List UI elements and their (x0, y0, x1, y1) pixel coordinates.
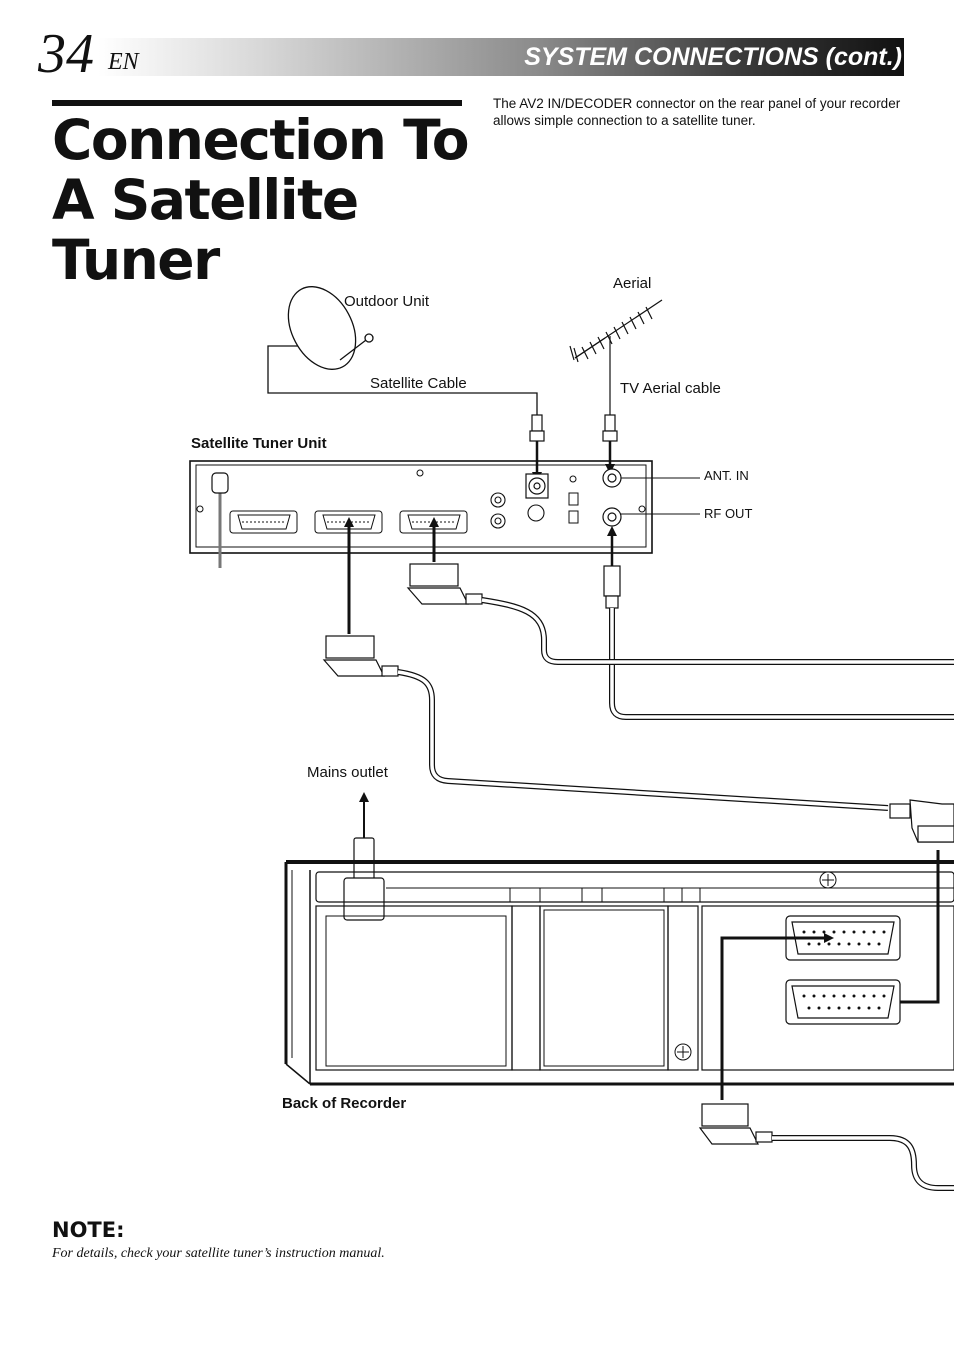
scart-cable-b (397, 669, 889, 811)
note-text: For details, check your satellite tuner’… (52, 1246, 385, 1261)
intro-paragraph: The AV2 IN/DECODER connector on the rear… (493, 96, 901, 128)
recorder-scart-av1-icon (785, 915, 901, 961)
satellite-in-socket-icon (525, 473, 549, 499)
tuner-switches-icon (568, 475, 579, 524)
ant-in-socket-icon (602, 468, 622, 488)
rf-out-plug-icon (603, 565, 621, 609)
note-heading: NOTE: (52, 1218, 125, 1242)
satellite-cable-label: Satellite Cable (370, 375, 467, 392)
scart-plug-d-icon (698, 1103, 773, 1145)
satellite-dish-icon (287, 286, 374, 370)
scart-cable-a (481, 597, 954, 665)
title-rule (52, 100, 462, 106)
header-bar (98, 38, 904, 76)
language-code: EN (108, 49, 139, 75)
rf-out-socket-icon (602, 507, 622, 527)
rca-jacks-icon (490, 492, 545, 529)
aerial-plug-icon (602, 414, 618, 442)
page-number: 34 (38, 23, 94, 85)
outdoor-unit-label: Outdoor Unit (344, 293, 430, 310)
mains-plug-icon (343, 837, 385, 921)
satellite-tuner-unit-label: Satellite Tuner Unit (191, 435, 327, 452)
screw-icon (674, 871, 837, 1061)
aerial-antenna-icon (569, 299, 663, 415)
aerial-label: Aerial (613, 275, 652, 292)
mains-outlet-label: Mains outlet (307, 764, 388, 781)
recorder-back-panel (284, 860, 954, 1086)
scart-plug-b-icon (322, 635, 399, 677)
scart-plug-a-icon (406, 563, 483, 605)
section-title: SYSTEM CONNECTIONS (cont.) (524, 43, 902, 71)
back-of-recorder-label: Back of Recorder (282, 1095, 407, 1112)
scart-plug-c-icon (889, 799, 954, 843)
rf-out-label: RF OUT (704, 506, 753, 521)
recorder-scart-av2-decoder-icon (785, 979, 901, 1025)
page-title: Connection To A Satellite Tuner (52, 108, 470, 292)
satellite-cable (267, 345, 538, 415)
ant-in-label: ANT. IN (704, 468, 749, 483)
tv-aerial-cable-label: TV Aerial cable (620, 380, 721, 397)
scart-cable-d (772, 1135, 954, 1191)
satellite-tuner-unit (189, 460, 653, 568)
satellite-plug-icon (529, 414, 545, 442)
tuner-scart-socket-1-icon (229, 510, 298, 534)
